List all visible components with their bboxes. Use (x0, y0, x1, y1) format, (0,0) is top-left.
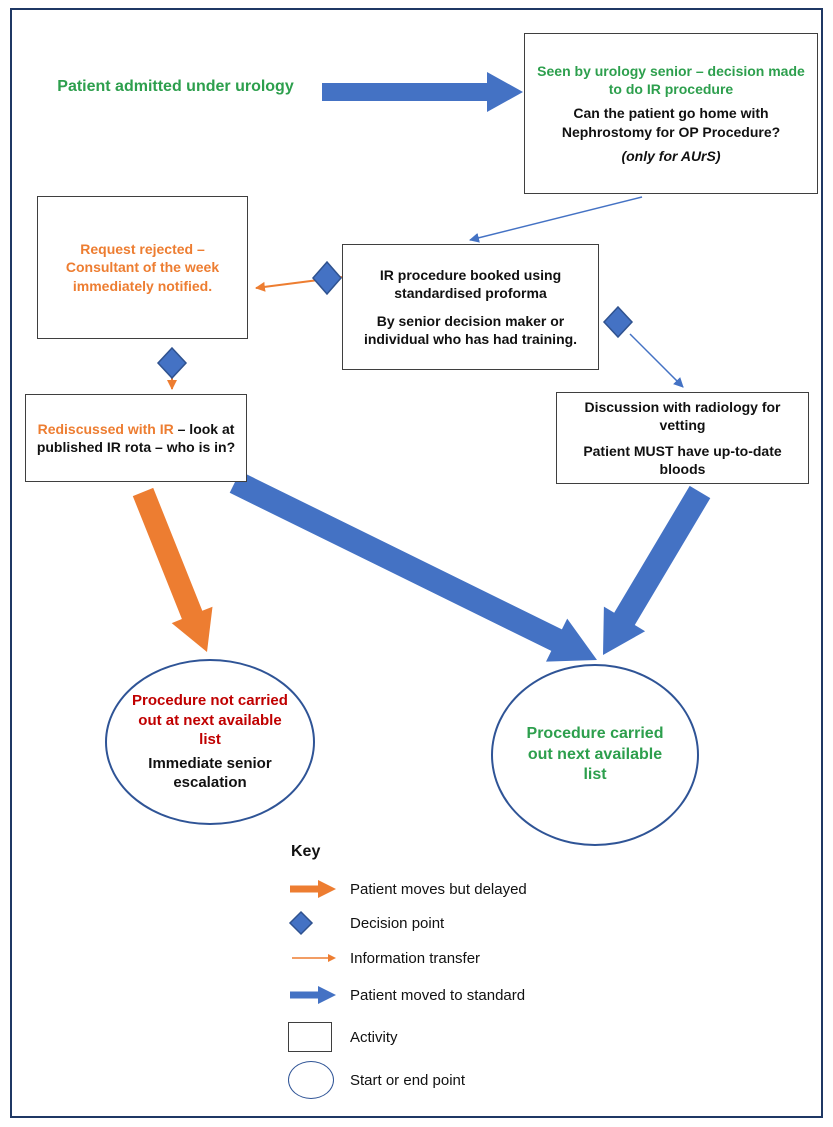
orange-fat-arrow-icon (288, 878, 344, 900)
blue-fat-arrow-icon (288, 984, 344, 1006)
end-fail-line1: Procedure not carried out at next availa… (132, 692, 288, 749)
vetting-line2: Patient MUST have up-to-date bloods (583, 443, 782, 478)
activity-request-rejected: Request rejected – Consultant of the wee… (37, 196, 248, 339)
decision-diamond-booked-right-icon (602, 305, 634, 339)
orange-thin-arrow-icon (288, 951, 344, 965)
seen-by-heading: Seen by urology senior – decision made t… (537, 63, 805, 98)
key-item-label: Patient moved to standard (350, 986, 526, 1004)
seen-by-note: (only for AUrS) (621, 147, 721, 164)
info-arrow-seen-by-to-booked-icon (469, 196, 643, 243)
activity-ir-procedure-booked: IR procedure booked using standardised p… (342, 244, 599, 370)
key-item-start-end: Start or end point (288, 1060, 465, 1100)
key-item-label: Patient moves but delayed (350, 880, 527, 898)
key-item-decision-point: Decision point (288, 903, 444, 943)
standard-arrow-admitted-to-seen-by-icon (322, 72, 523, 112)
activity-radiology-vetting: Discussion with radiology for vetting Pa… (556, 392, 809, 484)
key-item-label: Decision point (350, 914, 445, 932)
end-success-text: Procedure carried out next available lis… (526, 724, 664, 784)
info-arrow-booked-to-vetting-icon (629, 333, 684, 388)
key-item-information-transfer: Information transfer (288, 938, 480, 978)
key-item-patient-standard: Patient moved to standard (288, 975, 525, 1015)
key-item-label: Start or end point (350, 1071, 466, 1089)
key-item-label: Activity (350, 1028, 398, 1046)
rediscussed-rest: – look at published IR rota – who is in? (36, 420, 236, 455)
activity-seen-by-urology: Seen by urology senior – decision made t… (524, 33, 818, 194)
seen-by-question: Can the patient go home with Nephrostomy… (561, 105, 781, 140)
key-item-label: Information transfer (350, 949, 481, 967)
standard-arrow-rediscussed-to-carried-out-icon (229, 471, 597, 662)
key-item-patient-delayed: Patient moves but delayed (288, 869, 527, 909)
request-rejected-text: Request rejected – Consultant of the wee… (65, 241, 220, 294)
end-point-carried-out: Procedure carried out next available lis… (491, 664, 699, 846)
decision-diamond-rejected-bottom-icon (156, 346, 188, 380)
booked-line2: By senior decision maker or individual w… (363, 312, 578, 347)
start-end-ellipse-icon (288, 1061, 344, 1099)
start-label: Patient admitted under urology (57, 78, 294, 95)
activity-rediscussed-with-ir: Rediscussed with IR – look at published … (25, 394, 247, 482)
decision-diamond-booked-left-icon (312, 260, 342, 296)
activity-rectangle-icon (288, 1022, 344, 1052)
key-item-activity: Activity (288, 1017, 398, 1057)
standard-arrow-vetting-to-carried-out-icon (603, 485, 711, 655)
key-title: Key (291, 843, 321, 860)
booked-line1: IR procedure booked using standardised p… (379, 267, 562, 302)
delayed-arrow-rediscussed-to-not-carried-out-icon (132, 487, 213, 652)
end-point-not-carried-out: Procedure not carried out at next availa… (105, 659, 315, 825)
blue-diamond-icon (288, 910, 344, 936)
end-fail-line2: Immediate senior escalation (148, 754, 272, 792)
rediscussed-highlight: Rediscussed with IR (37, 420, 174, 437)
vetting-line1: Discussion with radiology for vetting (584, 398, 781, 433)
